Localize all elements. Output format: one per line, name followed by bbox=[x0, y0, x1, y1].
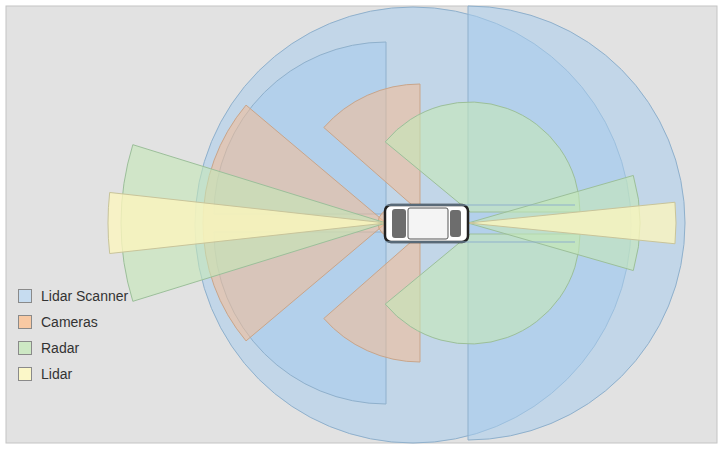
background-panel bbox=[6, 6, 717, 443]
legend-swatch bbox=[18, 289, 32, 303]
legend-label: Radar bbox=[41, 340, 79, 356]
legend-entry: Lidar Scanner bbox=[18, 283, 128, 309]
legend-label: Lidar bbox=[41, 366, 72, 382]
legend-entry: Radar bbox=[18, 335, 128, 361]
legend-swatch bbox=[18, 367, 32, 381]
coverage-fields bbox=[108, 6, 685, 443]
radar-field bbox=[385, 234, 580, 344]
legend-entry: Lidar bbox=[18, 361, 128, 387]
lidar-field bbox=[108, 192, 386, 253]
legend: Lidar ScannerCamerasRadarLidar bbox=[18, 283, 128, 387]
legend-entry: Cameras bbox=[18, 309, 128, 335]
radar-field bbox=[385, 102, 580, 212]
car bbox=[385, 205, 575, 242]
legend-swatch bbox=[18, 341, 32, 355]
legend-label: Lidar Scanner bbox=[41, 288, 128, 304]
lidar-field bbox=[468, 202, 676, 244]
legend-swatch bbox=[18, 315, 32, 329]
legend-label: Cameras bbox=[41, 314, 98, 330]
lidar-scanner-field bbox=[468, 6, 685, 440]
